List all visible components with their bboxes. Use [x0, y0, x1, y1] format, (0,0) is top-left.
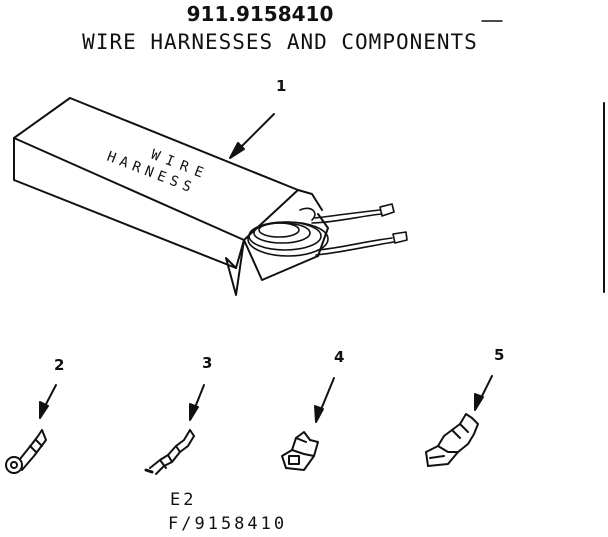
arrow-2: [39, 384, 57, 419]
callout-5: 5: [494, 346, 505, 364]
terminal-3: [144, 429, 195, 475]
wire-harness-box: [13, 97, 329, 296]
figure-code-line1: E2: [170, 490, 197, 510]
callout-4: 4: [334, 348, 345, 366]
arrow-1: [229, 113, 275, 159]
box-label: WIRE HARNESS: [105, 147, 212, 198]
terminal-4: [281, 431, 319, 471]
terminal-5: [425, 413, 479, 467]
diagram-title: WIRE HARNESSES AND COMPONENTS: [82, 30, 478, 54]
callout-2: 2: [54, 356, 65, 374]
figure-code-line2: F/9158410: [168, 514, 288, 534]
model-number: 911.9158410: [186, 2, 334, 26]
callout-3: 3: [202, 354, 213, 372]
wire-leads: [311, 203, 408, 256]
terminal-2: [5, 429, 47, 474]
arrow-3: [189, 384, 205, 421]
arrow-4: [314, 377, 335, 423]
callout-1: 1: [276, 77, 287, 95]
arrow-5: [474, 375, 493, 411]
wire-coil: [247, 207, 329, 257]
